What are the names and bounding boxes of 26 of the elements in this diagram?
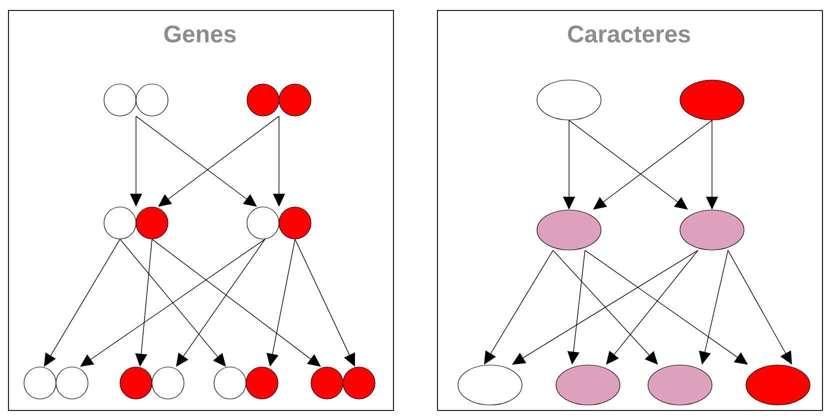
trait-ellipse bbox=[680, 80, 744, 120]
trait-ellipse bbox=[556, 364, 620, 406]
arrow bbox=[593, 120, 712, 210]
trait-ellipse bbox=[648, 364, 712, 406]
panel-title: Caracteres bbox=[568, 26, 690, 43]
allele-pair bbox=[246, 84, 312, 116]
arrow bbox=[568, 120, 688, 210]
allele-pair bbox=[104, 206, 168, 240]
trait-ellipse bbox=[458, 364, 522, 406]
arrow bbox=[584, 250, 748, 365]
allele-pair bbox=[24, 366, 88, 400]
allele-pair bbox=[214, 366, 278, 400]
allele-pair bbox=[104, 84, 168, 116]
allele-pair bbox=[310, 366, 376, 400]
arrow bbox=[136, 116, 257, 207]
trait-ellipse bbox=[680, 210, 744, 250]
arrow bbox=[512, 250, 698, 365]
trait-ellipse bbox=[536, 210, 602, 250]
arrow bbox=[152, 238, 321, 367]
trait-ellipse bbox=[536, 80, 602, 120]
panel-title: Genes bbox=[164, 26, 236, 43]
arrow bbox=[80, 238, 266, 367]
trait-ellipse bbox=[746, 364, 810, 406]
allele-pair bbox=[246, 206, 312, 240]
arrow bbox=[158, 116, 280, 207]
allele-pair bbox=[120, 366, 184, 400]
